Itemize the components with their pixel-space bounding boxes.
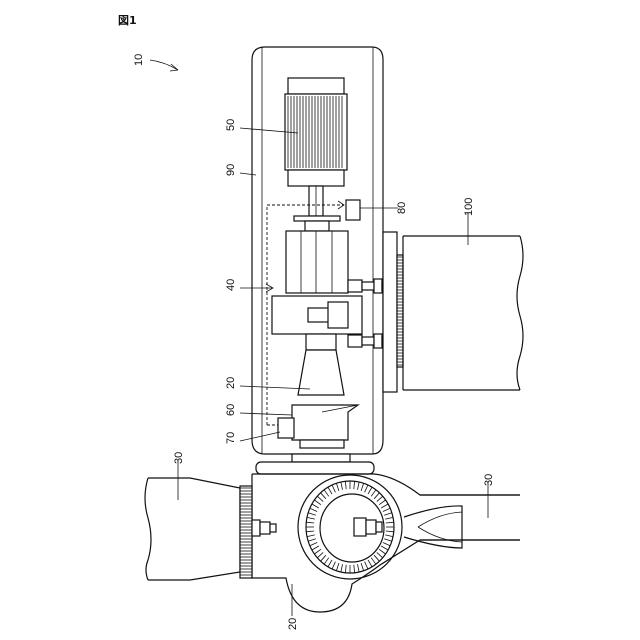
leader-60 xyxy=(240,413,292,415)
ring-tooth-line xyxy=(312,504,319,508)
ring-tooth-line xyxy=(374,493,379,499)
label-30-left: 30 xyxy=(173,452,185,464)
ring-tooth-line xyxy=(386,522,394,523)
ring-tooth-line xyxy=(383,508,390,511)
label-90: 90 xyxy=(225,164,237,176)
ring-tooth-line xyxy=(377,496,383,501)
ring-tooth-line xyxy=(332,562,335,569)
ring-tooth-line xyxy=(336,563,339,571)
label-100: 100 xyxy=(463,198,475,216)
ring-tooth-line xyxy=(321,555,326,561)
ring-tooth-line xyxy=(307,517,315,519)
ring-tooth-line xyxy=(365,485,368,492)
ring-tooth-line xyxy=(341,482,343,490)
motor-50 xyxy=(285,78,347,216)
ring-tooth-line xyxy=(306,522,314,523)
ring-tooth-line xyxy=(307,535,315,537)
ring-tooth-line xyxy=(368,487,372,494)
coupling-disk xyxy=(294,216,340,221)
workpiece-100 xyxy=(403,236,523,390)
ring-tooth-line xyxy=(317,496,323,501)
ring-tooth-line xyxy=(321,493,326,499)
leader-10 xyxy=(150,60,178,70)
ring-tooth-line xyxy=(379,549,386,554)
ring-tooth-line xyxy=(314,549,321,554)
leader-70 xyxy=(240,432,280,441)
ring-tooth-line xyxy=(371,558,376,565)
joint-top-flange xyxy=(256,462,374,474)
ring-tooth-line xyxy=(386,531,394,532)
ring-tooth-line xyxy=(377,552,383,557)
label-30-right: 30 xyxy=(483,474,495,486)
ring-tooth-line xyxy=(324,490,329,497)
ring-tooth-line xyxy=(310,508,317,511)
label-50: 50 xyxy=(225,119,237,131)
label-20-upper: 20 xyxy=(225,377,237,389)
base-70 xyxy=(278,418,294,438)
label-60: 60 xyxy=(225,404,237,416)
ring-tooth-line xyxy=(358,564,360,572)
ring-tooth-line xyxy=(332,485,335,492)
ring-tooth-line xyxy=(310,543,317,546)
ring-tooth-line xyxy=(308,539,316,542)
ring-tooth-line xyxy=(383,543,390,546)
ring-tooth-line xyxy=(341,564,343,572)
ring-tooth-line xyxy=(354,565,355,573)
ring-tooth-line xyxy=(328,560,332,567)
leader-90 xyxy=(240,173,256,175)
ring-tooth-line xyxy=(361,483,364,491)
ring-tooth-line xyxy=(384,513,392,516)
ring-tooth-line xyxy=(328,487,332,494)
coupling-60 xyxy=(292,405,358,448)
ring-tooth-line xyxy=(384,539,392,542)
ring-tooth-line xyxy=(312,546,319,550)
label-20-lower: 20 xyxy=(287,618,299,630)
ring-tooth-line xyxy=(365,562,368,569)
label-70: 70 xyxy=(225,432,237,444)
ring-tooth-line xyxy=(379,500,386,505)
ring-tooth-line xyxy=(385,517,393,519)
ring-tooth-line xyxy=(314,500,321,505)
ring-tooth-line xyxy=(308,513,316,516)
ring-tooth-line xyxy=(381,504,388,508)
label-10: 10 xyxy=(133,54,145,66)
interface-plate xyxy=(383,232,403,392)
arm-right-30 xyxy=(420,495,520,540)
ring-tooth-line xyxy=(345,481,346,489)
ring-tooth-line xyxy=(306,531,314,532)
ring-tooth-line xyxy=(358,482,360,490)
ring-tooth-line xyxy=(374,555,379,561)
label-40: 40 xyxy=(225,279,237,291)
ring-tooth-line xyxy=(324,558,329,565)
ring-tooth-line xyxy=(345,565,346,573)
ring-tooth-line xyxy=(361,563,364,571)
ring-tooth-line xyxy=(368,560,372,567)
ring-tooth-line xyxy=(385,535,393,537)
ring-tooth-line xyxy=(354,481,355,489)
ring-tooth-line xyxy=(336,483,339,491)
sensor-80 xyxy=(346,200,360,220)
reducer-20 xyxy=(298,334,344,395)
shaft-hub xyxy=(305,221,329,231)
ring-tooth-line xyxy=(371,490,376,497)
figure-title: 図1 xyxy=(118,13,137,27)
neck-flange xyxy=(292,454,350,462)
arm-left-30 xyxy=(145,478,276,580)
ring-tooth-line xyxy=(381,546,388,550)
ring-tooth-line xyxy=(317,552,323,557)
